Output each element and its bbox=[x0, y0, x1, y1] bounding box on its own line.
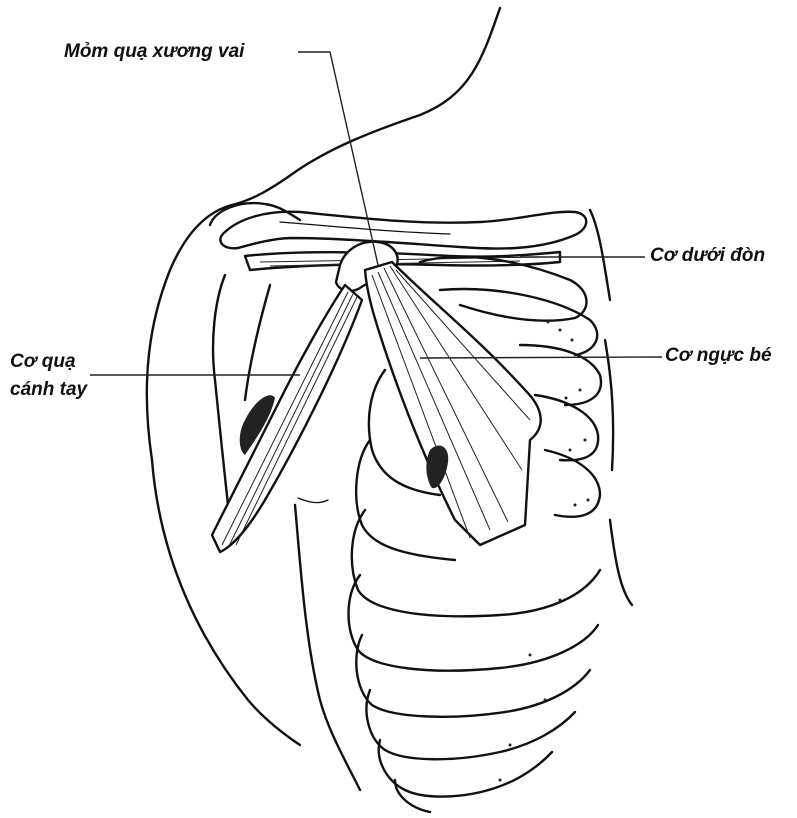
label-subclavius: Cơ dưới đòn bbox=[650, 246, 765, 265]
clavicle bbox=[220, 212, 586, 249]
coracobrachialis-muscle bbox=[212, 285, 362, 552]
neck-outline bbox=[232, 8, 500, 205]
arm-fold bbox=[298, 498, 328, 503]
pectoralis-minor-muscle bbox=[365, 262, 541, 545]
label-coracobrachialis-line1: Cơ quạ bbox=[10, 352, 76, 371]
arm-inner-outline bbox=[295, 505, 360, 790]
chest-outline bbox=[590, 210, 632, 605]
label-coracobrachialis-line2: cánh tay bbox=[10, 380, 87, 399]
label-pectoralis-minor: Cơ ngực bé bbox=[665, 346, 772, 365]
label-coracoid-process: Mỏm quạ xương vai bbox=[64, 42, 244, 61]
